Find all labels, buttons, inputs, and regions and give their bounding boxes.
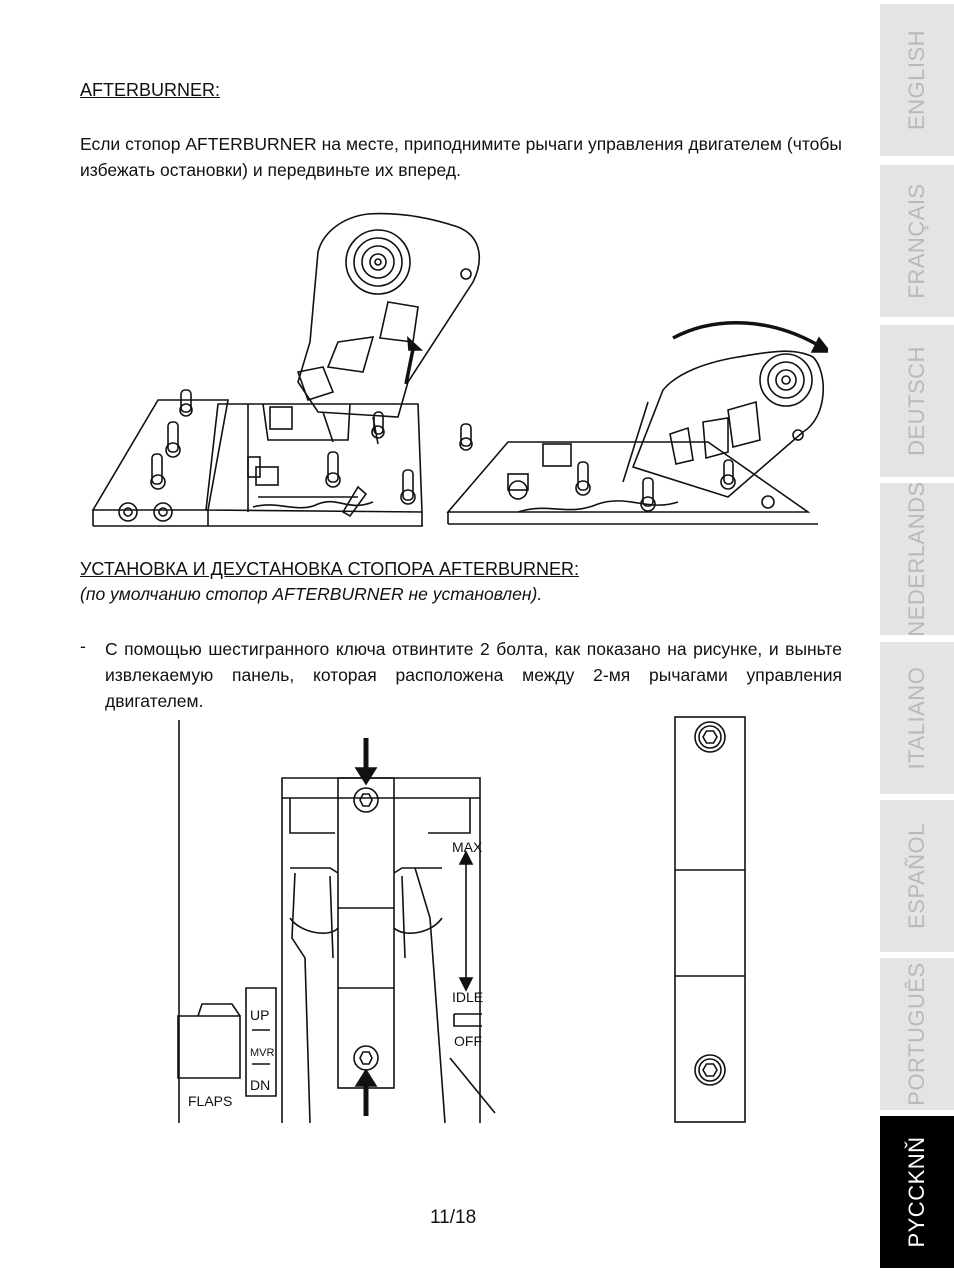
label-up: UP	[250, 1007, 269, 1023]
tab-deutsch[interactable]: DEUTSCH	[880, 325, 954, 477]
tab-label: NEDERLANDS	[904, 481, 929, 637]
label-mvr: MVR	[250, 1047, 275, 1059]
tab-portugues[interactable]: PORTUGUÊS	[880, 958, 954, 1110]
afterburner-heading: AFTERBURNER:	[80, 80, 221, 100]
bullet-text: С помощью шестигранного ключа отвинтите …	[105, 639, 842, 711]
tab-english[interactable]: ENGLISH	[880, 4, 954, 156]
tab-francais[interactable]: FRANÇAIS	[880, 165, 954, 317]
throttle-quadrant-figure: MAX IDLE OFF UP MVR DN FLAPS	[177, 720, 496, 1124]
tab-label: ITALIANO	[904, 666, 929, 770]
tab-nederlands[interactable]: NEDERLANDS	[880, 481, 954, 637]
install-note: (по умолчанию стопор AFTERBURNER не уста…	[80, 584, 543, 604]
page-number: 11/18	[430, 1207, 477, 1228]
tab-label: PORTUGUÊS	[904, 962, 929, 1106]
label-idle: IDLE	[452, 989, 483, 1005]
label-max: MAX	[452, 839, 483, 855]
tab-russian[interactable]: PYCCKNŇ	[880, 1116, 954, 1268]
label-off: OFF	[454, 1033, 482, 1049]
tab-label: FRANÇAIS	[904, 183, 929, 299]
label-dn: DN	[250, 1077, 270, 1093]
tab-label: DEUTSCH	[904, 346, 929, 456]
tab-label: ENGLISH	[904, 29, 929, 131]
label-flaps: FLAPS	[188, 1093, 232, 1109]
afterburner-paragraph: Если стопор AFTERBURNER на месте, припод…	[80, 134, 842, 180]
tab-italiano[interactable]: ITALIANO	[880, 642, 954, 794]
bullet-marker: -	[80, 636, 86, 656]
tab-label: ESPAÑOL	[904, 823, 929, 929]
tab-label: PYCCKNŇ	[904, 1136, 929, 1248]
throttle-lift-illustration	[91, 212, 828, 527]
install-heading: УСТАНОВКА И ДЕУСТАНОВКА СТОПОРА AFTERBUR…	[80, 559, 579, 579]
removable-panel-figure	[674, 716, 746, 1123]
tab-espanol[interactable]: ESPAÑOL	[880, 800, 954, 952]
